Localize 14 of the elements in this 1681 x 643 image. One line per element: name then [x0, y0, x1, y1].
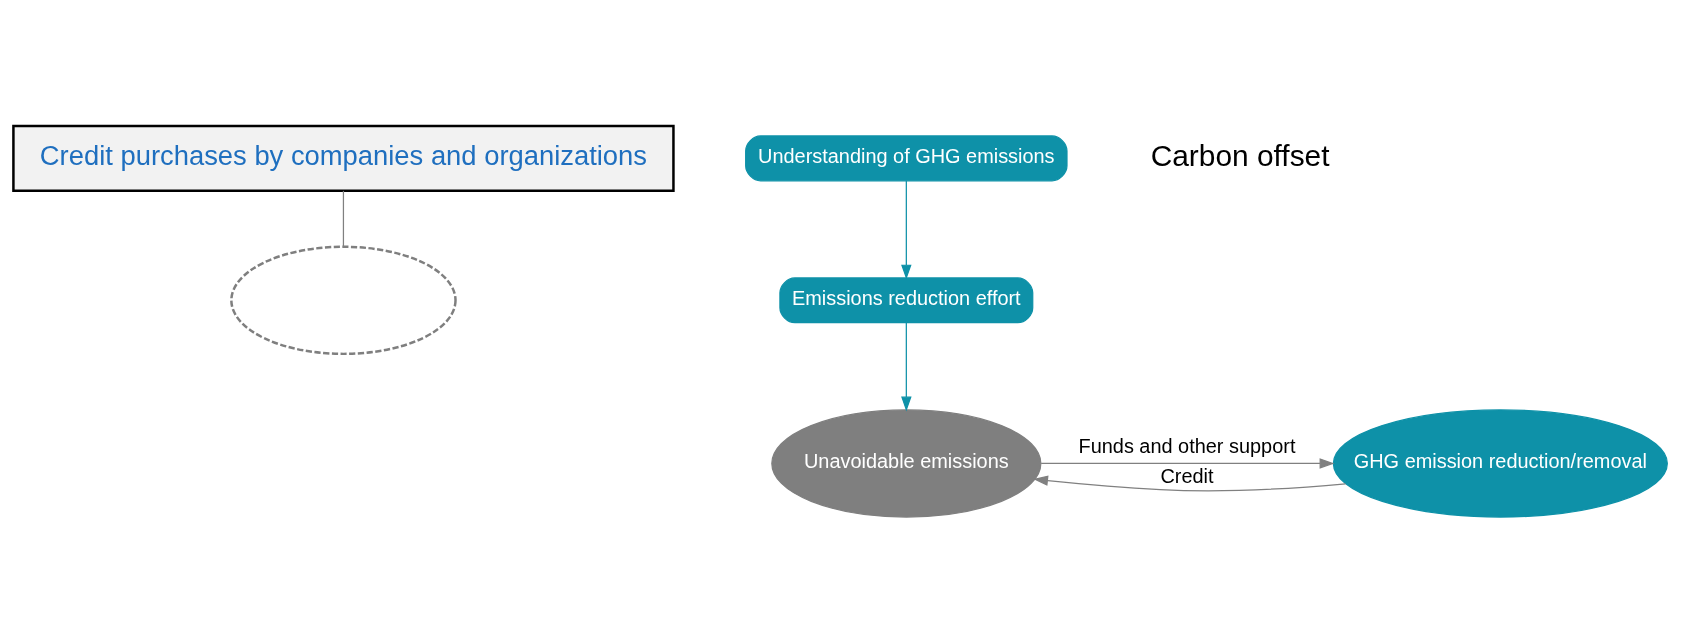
- edge-label: Funds and other support: [1078, 435, 1296, 458]
- connector: [342, 190, 345, 248]
- label: Carbon offset: [1150, 139, 1330, 173]
- edge-label: Credit: [1160, 465, 1214, 488]
- node-box: Emissions reduction effort: [779, 277, 1034, 324]
- node-box: Understanding of GHG emissions: [745, 135, 1068, 182]
- arrow: [1040, 458, 1335, 469]
- node-ellipse: Unavoidable emissions: [771, 409, 1042, 518]
- node-box: Credit purchases by companies and organizations: [12, 124, 675, 192]
- node-cloud: [230, 245, 457, 356]
- arrow: [1033, 475, 1347, 492]
- arrow: [901, 180, 912, 280]
- node-ellipse: GHG emission reduction/removal: [1332, 409, 1668, 518]
- arrow: [901, 322, 912, 412]
